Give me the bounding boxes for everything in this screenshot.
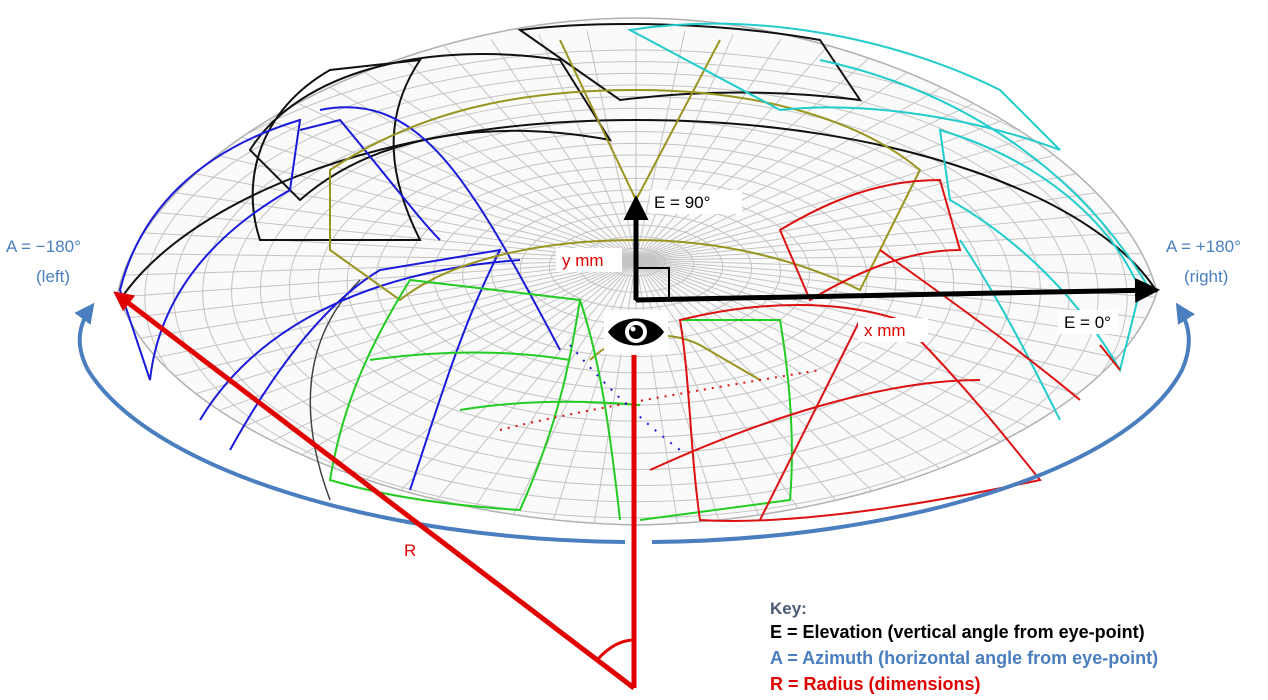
grid-spoke bbox=[399, 54, 637, 261]
grid-spoke bbox=[635, 30, 686, 261]
radius-diagonal-arrow bbox=[113, 291, 636, 690]
grid-spoke bbox=[635, 78, 958, 261]
panel-black-line bbox=[309, 279, 361, 501]
grid-spoke bbox=[635, 259, 1157, 277]
grid-spoke bbox=[635, 54, 873, 261]
azimuth-arc-left bbox=[74, 302, 626, 544]
grid-spoke bbox=[586, 30, 637, 261]
grid-spoke bbox=[538, 33, 637, 261]
right-angle-marker bbox=[635, 267, 670, 301]
grid-spoke bbox=[444, 259, 637, 525]
grid-spoke bbox=[355, 65, 637, 261]
grid-spoke bbox=[314, 259, 637, 522]
grid-spoke bbox=[150, 259, 637, 436]
grid-spoke bbox=[118, 259, 637, 348]
panel-green-inner bbox=[369, 351, 571, 361]
elevation-horizontal-arrow bbox=[635, 277, 1160, 303]
grid-spoke bbox=[635, 38, 782, 261]
grid-spoke bbox=[275, 259, 637, 508]
grid-spoke bbox=[635, 125, 1066, 261]
grid-spoke bbox=[118, 259, 637, 393]
label-azimuth-right-sub: (right) bbox=[1184, 267, 1228, 286]
grid-spoke bbox=[635, 144, 1095, 261]
panel-red-tick bbox=[1099, 344, 1121, 371]
grid-spoke bbox=[635, 65, 917, 261]
grid-spoke bbox=[635, 33, 734, 261]
grid-spoke bbox=[635, 164, 1122, 261]
grid-spoke bbox=[635, 92, 997, 261]
diagram-labels: E = 90° E = 0° y mm x mm R A = −180° (le… bbox=[6, 190, 1241, 560]
key-legend: Key: E = Elevation (vertical angle from … bbox=[770, 599, 1158, 694]
grid-spoke bbox=[635, 259, 1122, 436]
panel-blue-tr bbox=[299, 118, 441, 241]
key-azimuth: A = Azimuth (horizontal angle from eye-p… bbox=[770, 648, 1158, 668]
grid-spoke bbox=[128, 185, 637, 261]
grid-spoke bbox=[444, 45, 637, 261]
panel-cyan-upper bbox=[626, 22, 1061, 151]
panel-black-arc bbox=[119, 118, 1158, 301]
grid-spoke bbox=[177, 259, 637, 456]
grid-spoke bbox=[206, 259, 637, 475]
panel-black-line2 bbox=[517, 23, 863, 102]
panel-olive bbox=[329, 88, 922, 302]
azimuth-arc bbox=[74, 302, 1195, 544]
panel-blue-left bbox=[118, 118, 302, 381]
panel-green-mid bbox=[459, 400, 641, 411]
radius-angle-arc bbox=[595, 638, 635, 662]
grid-spoke bbox=[355, 259, 637, 525]
panel-blue-curve bbox=[319, 106, 561, 351]
key-radius: R = Radius (dimensions) bbox=[770, 674, 981, 694]
grid-spoke bbox=[635, 259, 958, 522]
key-title: Key: bbox=[770, 599, 807, 618]
label-elevation-90: E = 90° bbox=[654, 193, 710, 212]
grid-spoke bbox=[635, 259, 828, 525]
panel-cyan-lower bbox=[959, 239, 1061, 421]
radius-lines bbox=[113, 291, 637, 690]
grid-spoke bbox=[118, 259, 637, 371]
grid-spoke bbox=[206, 125, 637, 261]
projector-panels bbox=[118, 22, 1158, 522]
grid-spoke bbox=[118, 259, 637, 325]
panel-cyan-right bbox=[938, 128, 1142, 373]
label-x-mm: x mm bbox=[864, 321, 906, 340]
grid-spoke bbox=[635, 259, 917, 525]
grid-spoke bbox=[490, 38, 637, 261]
panel-black-upper bbox=[248, 53, 613, 202]
grid-spoke bbox=[118, 252, 637, 261]
panel-red-curve2 bbox=[759, 319, 861, 521]
grid-spoke bbox=[635, 229, 1157, 261]
panel-green-vert bbox=[579, 299, 621, 521]
grid-spoke bbox=[118, 259, 637, 301]
key-elevation: E = Elevation (vertical angle from eye-p… bbox=[770, 622, 1145, 642]
grid-spoke bbox=[635, 259, 874, 525]
panel-black-left bbox=[251, 58, 423, 241]
panel-blue-lower bbox=[229, 248, 502, 491]
label-radius: R bbox=[404, 541, 416, 560]
grid-spoke bbox=[635, 259, 1066, 475]
label-azimuth-left: A = −180° bbox=[6, 237, 81, 256]
panel-red-lower bbox=[678, 304, 1042, 522]
label-azimuth-left-sub: (left) bbox=[36, 267, 70, 286]
grid-spoke bbox=[635, 45, 828, 261]
label-elevation-0: E = 0° bbox=[1064, 313, 1111, 332]
grid-spoke bbox=[128, 259, 637, 415]
panel-red-curve bbox=[649, 379, 981, 471]
grid-spoke bbox=[635, 108, 1033, 261]
grid-spoke bbox=[635, 259, 1157, 371]
elevation-axes bbox=[623, 195, 1160, 303]
grid-spoke bbox=[239, 108, 637, 261]
grid-spoke bbox=[398, 259, 637, 525]
azimuth-arc-right bbox=[651, 302, 1195, 544]
panel-red-upper bbox=[778, 178, 962, 302]
panel-cyan-arc bbox=[819, 59, 1151, 291]
panel-red-right bbox=[879, 249, 1081, 401]
eye-icon bbox=[604, 310, 668, 354]
grid-spoke bbox=[635, 259, 1095, 456]
label-azimuth-right: A = +180° bbox=[1166, 237, 1241, 256]
grid-spoke bbox=[118, 207, 637, 261]
panel-green-right bbox=[639, 319, 793, 521]
panel-green bbox=[328, 278, 582, 512]
label-y-mm: y mm bbox=[562, 251, 604, 270]
